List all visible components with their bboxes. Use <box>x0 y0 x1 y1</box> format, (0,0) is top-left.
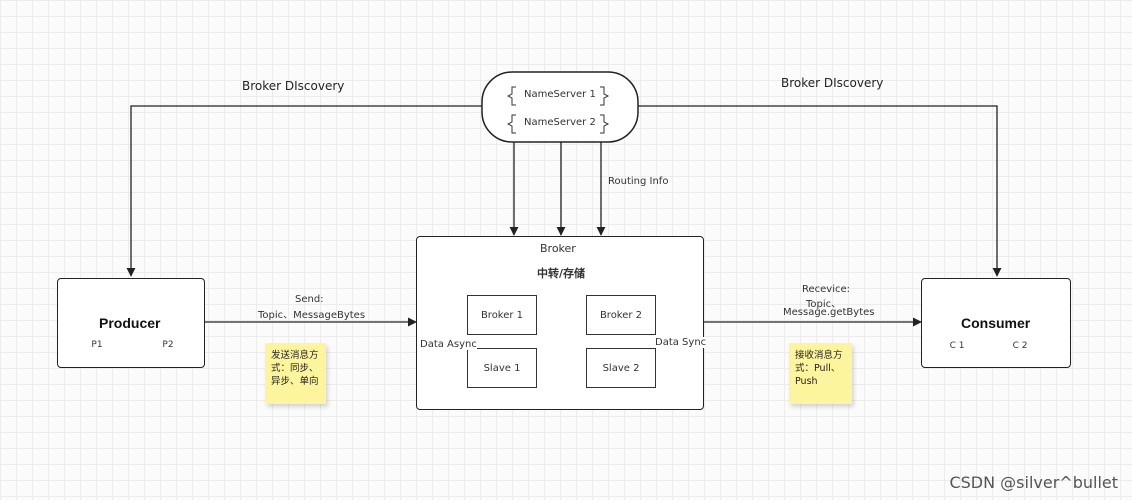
send-label-line1: Send: <box>295 294 324 305</box>
consumer-note: 接收消息方 式：Pull、 Push <box>789 343 852 404</box>
broker-discovery-left-label: Broker DIscovery <box>242 79 345 93</box>
slave-2-box: Slave 2 <box>586 348 656 388</box>
broker-1-box: Broker 1 <box>467 295 537 335</box>
consumer-item-c1-label: C 1 <box>949 341 965 351</box>
producer-item-p1-label: P1 <box>91 340 103 350</box>
broker-discovery-left-arrow <box>126 105 482 277</box>
nameserver-1-bracket <box>506 86 610 106</box>
receive-label-line3: Message.getBytes <box>783 307 875 318</box>
broker-2-box: Broker 2 <box>586 295 656 335</box>
nameserver-container <box>481 71 639 143</box>
consumer-box <box>921 278 1071 368</box>
producer-box <box>57 278 205 368</box>
broker-discovery-right-arrow <box>638 105 1002 277</box>
consumer-item-c2-label: C 2 <box>1012 341 1028 351</box>
send-label-line2: Topic、MessageBytes <box>258 310 366 321</box>
slave-1-box: Slave 1 <box>467 348 537 388</box>
nameserver-2-bracket <box>506 114 610 134</box>
receive-label-line2: Topic、 <box>806 299 842 310</box>
routing-info-label: Routing Info <box>608 176 669 187</box>
consumer-title: Consumer <box>961 315 1031 331</box>
nameserver-1-label: NameServer 1 <box>524 89 596 100</box>
broker-title: Broker <box>540 242 576 255</box>
nameserver-2-label: NameServer 2 <box>524 117 596 128</box>
broker-discovery-right-label: Broker DIscovery <box>781 76 884 90</box>
broker-subtitle: 中转/存储 <box>537 267 586 280</box>
producer-item-p2-label: P2 <box>162 340 174 350</box>
broker-box <box>416 236 704 410</box>
producer-note: 发送消息方 式：同步、 异步、单向 <box>265 343 326 404</box>
data-async-label: Data Async <box>420 339 477 350</box>
data-sync-label: Data Sync <box>655 337 707 348</box>
watermark: CSDN @silver^bullet <box>949 473 1118 492</box>
producer-title: Producer <box>99 315 161 331</box>
receive-label-line1: Recevice: <box>802 284 851 295</box>
